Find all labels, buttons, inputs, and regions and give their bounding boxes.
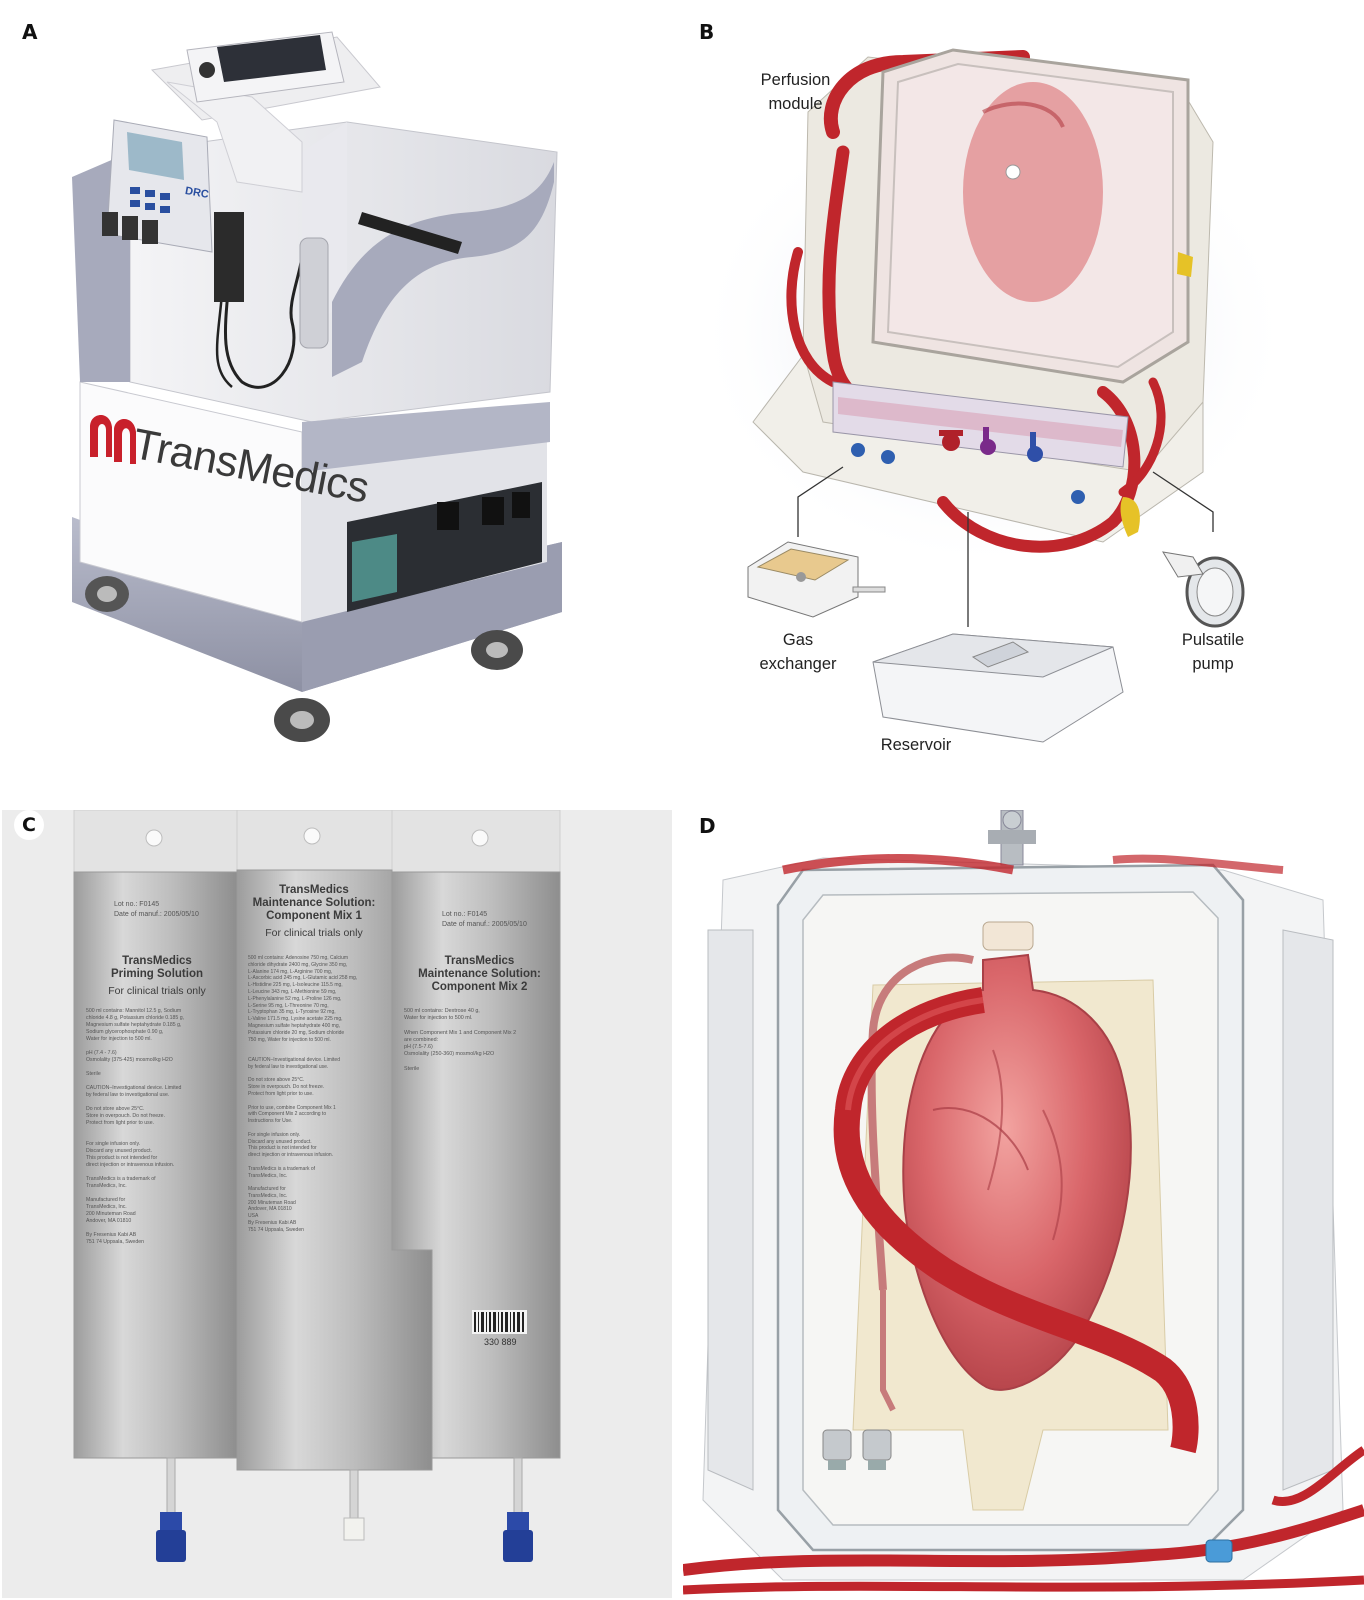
panel-letter-b: B [699,20,715,44]
perfusion-module-diagram [693,48,1293,743]
bag2-label: TransMedics Maintenance Solution: Compon… [240,884,388,939]
cart-illustration [72,31,562,742]
barcode [472,1310,527,1334]
callout-pulsatile-pump: Pulsatile pump [1181,631,1245,673]
reservoir-icon [872,633,1124,743]
panel-a: A TransMedics DRC [2,2,683,792]
transmedics-logo-icon [90,414,136,464]
callout-perfusion-module: Perfusion module [760,71,831,113]
manifold [832,381,1129,504]
wheel [471,630,523,670]
cable [223,221,304,389]
bracket [358,212,462,254]
heart-shape [963,82,1103,302]
pulsatile-pump-icon [1162,551,1245,628]
tubing [937,386,1141,553]
tubing [683,1504,1364,1576]
bag1-body: 500 ml contains: Mannitol 12.5 g, Sodium… [86,1008,185,1245]
monitor-knob [199,62,215,78]
bag2-body: 500 ml contains: Adenosine 750 mg, Calci… [248,955,358,1233]
wheel [85,576,129,612]
sensor-holder [214,212,244,302]
infusion-pump [102,119,213,253]
bag1-title: TransMedics Priming Solution [111,955,203,980]
leader-line [797,466,844,537]
gas-exchanger-icon [747,541,886,618]
panel-letter-a: A [22,20,38,44]
bottom-connector [862,1429,892,1470]
bag3-lot: Lot no.: F0145 [442,911,488,918]
bag2-subtitle: For clinical trials only [265,927,363,939]
top-connector [988,810,1036,866]
bag3-date: Date of manuf.: 2005/05/10 [442,921,527,928]
aortic-connector [982,921,1034,951]
bag1-subtitle: For clinical trials only [108,985,206,997]
leader-line [1152,471,1214,532]
bag-port [343,1469,365,1541]
panel-letter-d: D [699,814,716,838]
panel-c: C Lot no.: F0145 Date of manuf.: 2005/05… [2,810,672,1598]
bag-port [503,1457,533,1562]
cart-handle [332,162,554,377]
stopcock-purple [980,427,996,455]
chamber-port [1005,164,1021,180]
bag-port [156,1457,186,1562]
probe [299,237,329,349]
bottom-connector [822,1429,852,1470]
callout-reservoir: Reservoir [880,736,952,754]
callout-gas-exchanger: Gas exchanger [759,631,837,673]
organ-chamber [871,48,1190,384]
bag2-title: TransMedics Maintenance Solution: Compon… [252,884,376,922]
bag3-body: 500 ml contains: Dextrose 40 g, Water fo… [404,1008,517,1072]
blue-connector [1205,1539,1233,1563]
yellow-clamp [1120,497,1140,537]
wheel [274,698,330,742]
stopcock-red [939,430,963,451]
stopcock-blue [1027,432,1043,462]
heart-in-chamber-illustration [683,810,1364,1595]
bag3-label: TransMedics Maintenance Solution: Compon… [402,955,557,994]
solution-bags [73,810,561,1562]
bag1-lot: Lot no.: F0145 [114,901,160,908]
panel-d: D [683,810,1364,1598]
tubing [823,50,1030,139]
bag1-label: TransMedics Priming Solution For clinica… [82,955,232,997]
barcode-number: 330 889 [484,1337,517,1347]
panel-b: B Perfusion module Gas exchanger Pulsati… [683,2,1364,792]
bag1-date: Date of manuf.: 2005/05/10 [114,911,199,918]
panel-letter-c: C [14,810,44,840]
bag3-title: TransMedics Maintenance Solution: Compon… [418,955,541,993]
monitor-screen [217,35,326,82]
